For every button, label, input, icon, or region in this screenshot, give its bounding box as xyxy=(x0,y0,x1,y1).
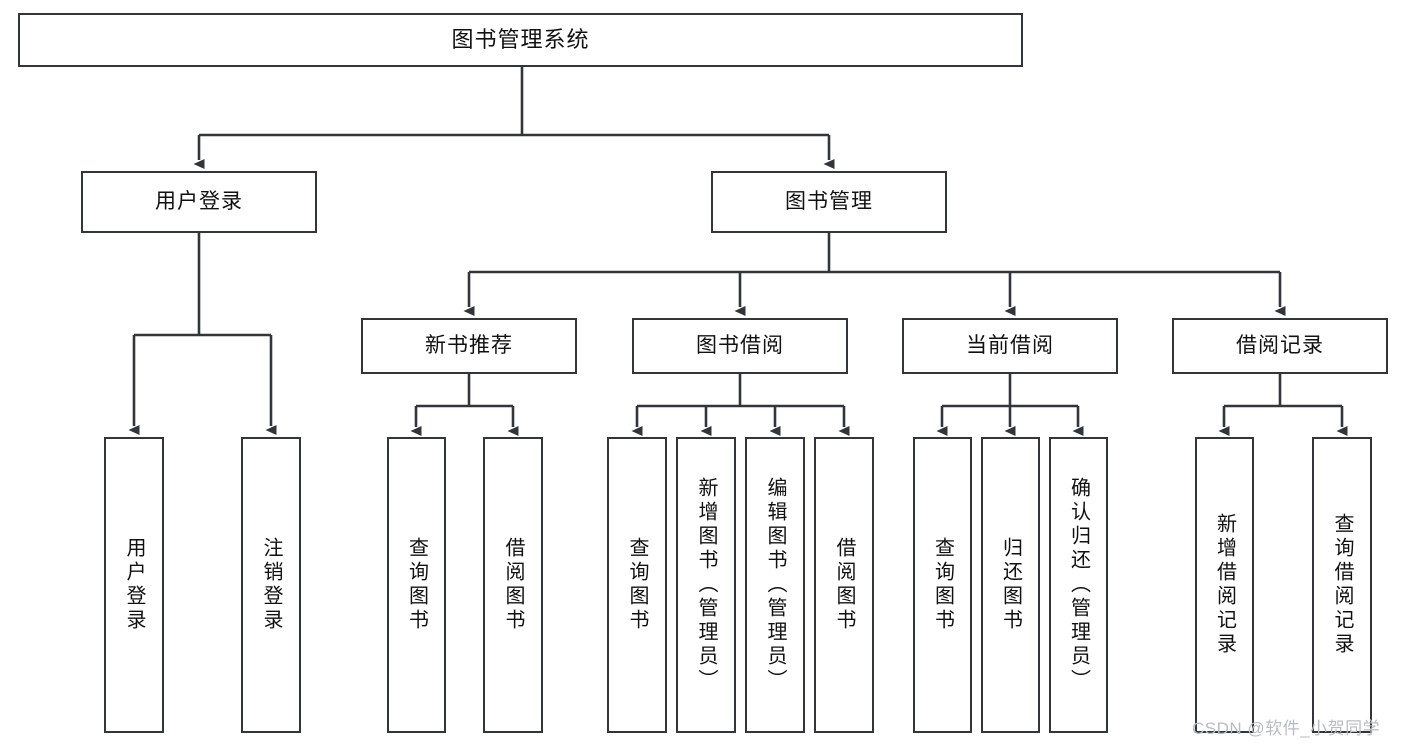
node-label: 编辑图书（管理员） xyxy=(764,477,786,693)
node-leaf-add-borrow-record[interactable]: 新增借阅记录 xyxy=(1195,437,1254,733)
node-label: 借阅图书 xyxy=(833,537,855,633)
node-leaf-return-book[interactable]: 归还图书 xyxy=(981,437,1040,733)
node-new-book-recommend[interactable]: 新书推荐 xyxy=(361,318,577,374)
node-leaf-confirm-return-admin[interactable]: 确认归还（管理员） xyxy=(1049,437,1108,733)
node-label: 借阅图书 xyxy=(502,537,524,633)
node-leaf-add-book-admin[interactable]: 新增图书（管理员） xyxy=(676,437,736,733)
node-label: 确认归还（管理员） xyxy=(1067,477,1090,693)
node-label: 新书推荐 xyxy=(425,333,513,357)
node-label: 归还图书 xyxy=(999,537,1022,633)
node-user-login[interactable]: 用户登录 xyxy=(81,171,317,233)
node-leaf-query-book[interactable]: 查询图书 xyxy=(607,437,667,733)
node-leaf-user-login[interactable]: 用户登录 xyxy=(104,437,164,733)
node-label: 用户登录 xyxy=(155,189,243,213)
node-label: 查询图书 xyxy=(626,537,648,633)
node-leaf-user-logout[interactable]: 注销登录 xyxy=(241,437,301,733)
node-label: 当前借阅 xyxy=(966,333,1054,357)
node-label: 查询借阅记录 xyxy=(1331,513,1353,657)
node-label: 查询图书 xyxy=(405,537,428,633)
node-leaf-edit-book-admin[interactable]: 编辑图书（管理员） xyxy=(745,437,805,733)
node-label: 新增图书（管理员） xyxy=(695,477,717,693)
node-label: 借阅记录 xyxy=(1236,333,1324,357)
node-leaf-query-book-recommend[interactable]: 查询图书 xyxy=(387,437,446,733)
node-leaf-borrow-book-recommend[interactable]: 借阅图书 xyxy=(483,437,543,733)
node-label: 图书管理 xyxy=(785,189,873,213)
node-label: 注销登录 xyxy=(260,537,282,633)
watermark: CSDN @软件_小贺同学 xyxy=(1192,719,1381,738)
node-label: 图书管理系统 xyxy=(451,27,590,53)
node-current-borrow[interactable]: 当前借阅 xyxy=(902,318,1118,374)
node-leaf-borrow-book[interactable]: 借阅图书 xyxy=(814,437,874,733)
node-book-borrow[interactable]: 图书借阅 xyxy=(632,318,848,374)
node-borrow-history[interactable]: 借阅记录 xyxy=(1172,318,1388,374)
node-label: 用户登录 xyxy=(123,537,145,633)
node-leaf-query-book-current[interactable]: 查询图书 xyxy=(913,437,972,733)
node-leaf-query-borrow-record[interactable]: 查询借阅记录 xyxy=(1312,437,1372,733)
node-book-management[interactable]: 图书管理 xyxy=(711,171,947,233)
node-label: 新增借阅记录 xyxy=(1213,513,1236,657)
node-root[interactable]: 图书管理系统 xyxy=(18,13,1023,67)
node-label: 查询图书 xyxy=(931,537,954,633)
node-label: 图书借阅 xyxy=(696,333,784,357)
